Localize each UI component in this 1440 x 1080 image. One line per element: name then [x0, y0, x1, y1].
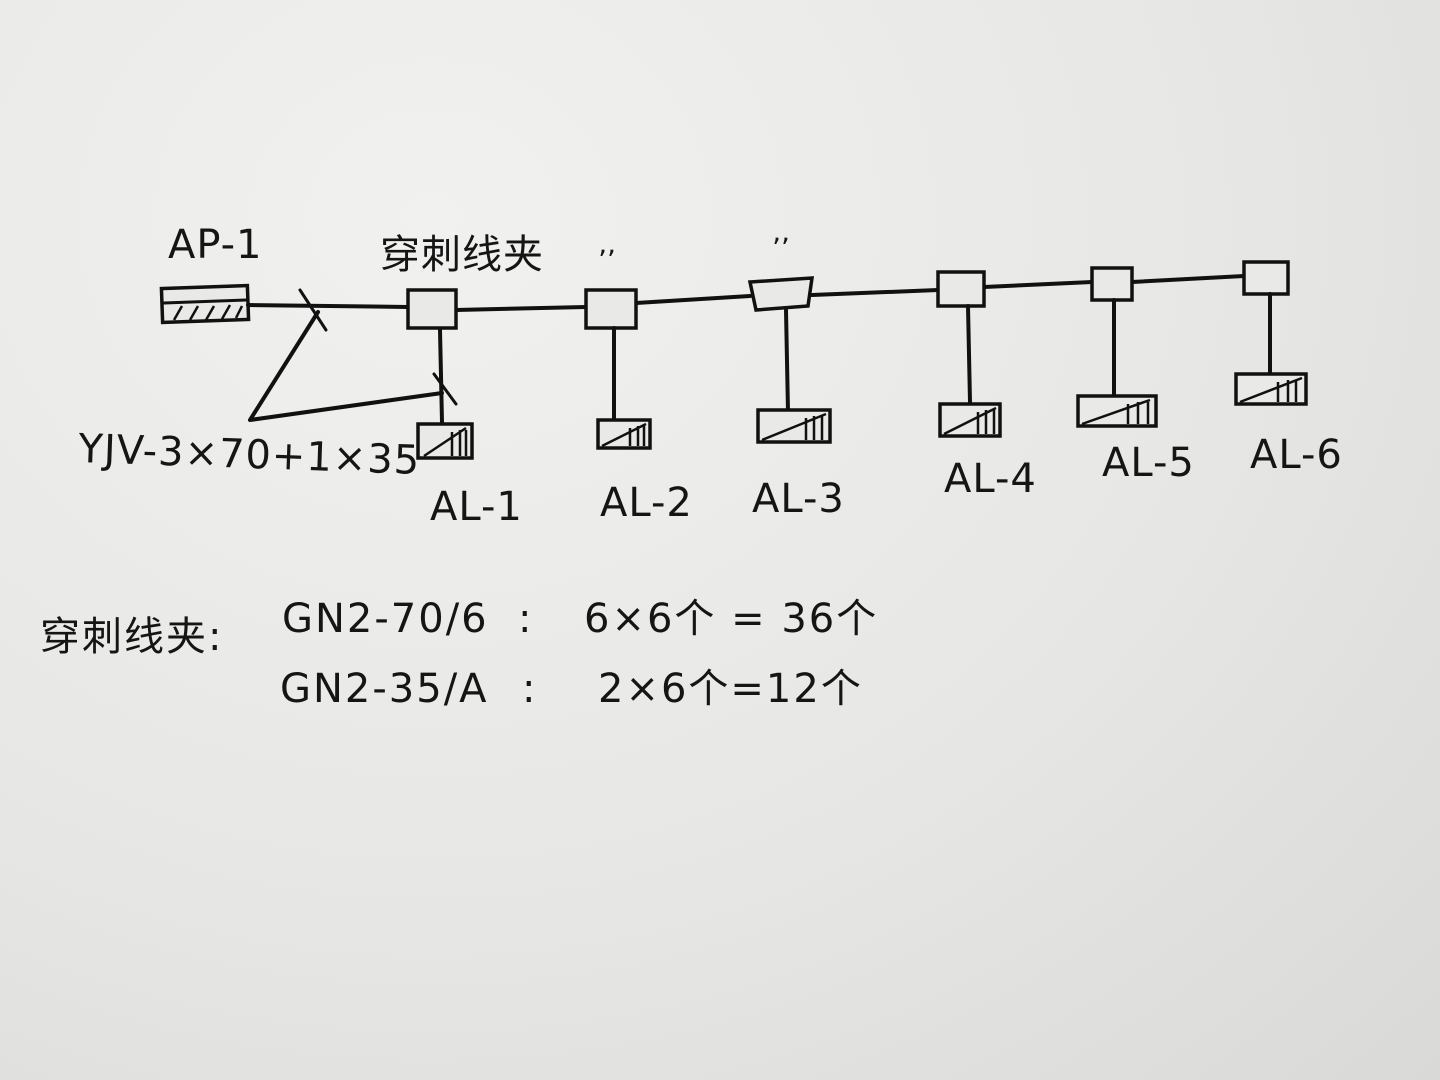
ditto-mark-2: ʼʼ	[772, 232, 790, 265]
subpanel-al3	[756, 408, 832, 444]
leader-tick-1	[298, 288, 328, 332]
ditto-mark-1: ʼʼ	[598, 244, 616, 277]
note-row-2-model: GN2-35/A	[280, 666, 489, 712]
leader-tick-2	[432, 372, 458, 406]
subpanel-label-al4: AL-4	[944, 456, 1037, 502]
subpanel-label-al5: AL-5	[1102, 440, 1195, 486]
note-row-1-sep: :	[518, 596, 533, 642]
clamp-box-2	[584, 288, 638, 330]
subpanel-al1	[416, 422, 474, 460]
clamp-box-1	[406, 288, 458, 330]
subpanel-label-al2: AL-2	[600, 480, 693, 526]
note-row-2-sep: :	[522, 666, 537, 712]
subpanel-al6	[1234, 372, 1308, 406]
note-row-1-calc: 6×6个 = 36个	[584, 596, 878, 642]
note-row-1-model: GN2-70/6	[282, 596, 489, 642]
subpanel-al5	[1076, 394, 1158, 428]
subpanel-label-al3: AL-3	[752, 476, 845, 522]
notes-heading: 穿刺线夹:	[40, 614, 223, 660]
note-row-2-calc: 2×6个=12个	[598, 666, 863, 712]
subpanel-label-al6: AL-6	[1250, 432, 1343, 478]
drop-lines	[438, 292, 1272, 424]
clamp-label: 穿刺线夹	[380, 232, 544, 278]
subpanel-al2	[596, 418, 652, 450]
source-label: AP-1	[168, 222, 263, 268]
clamp-box-3	[747, 276, 815, 312]
feeder-line	[246, 274, 1246, 312]
clamp-box-6	[1242, 260, 1290, 296]
source-panel-ap1	[159, 283, 251, 325]
cable-leader-line	[248, 310, 444, 422]
clamp-box-4	[936, 270, 986, 308]
subpanel-al4	[938, 402, 1002, 438]
cable-label: YJV-3×70+1×35	[77, 426, 421, 484]
clamp-box-5	[1090, 266, 1134, 302]
subpanel-label-al1: AL-1	[430, 484, 523, 530]
